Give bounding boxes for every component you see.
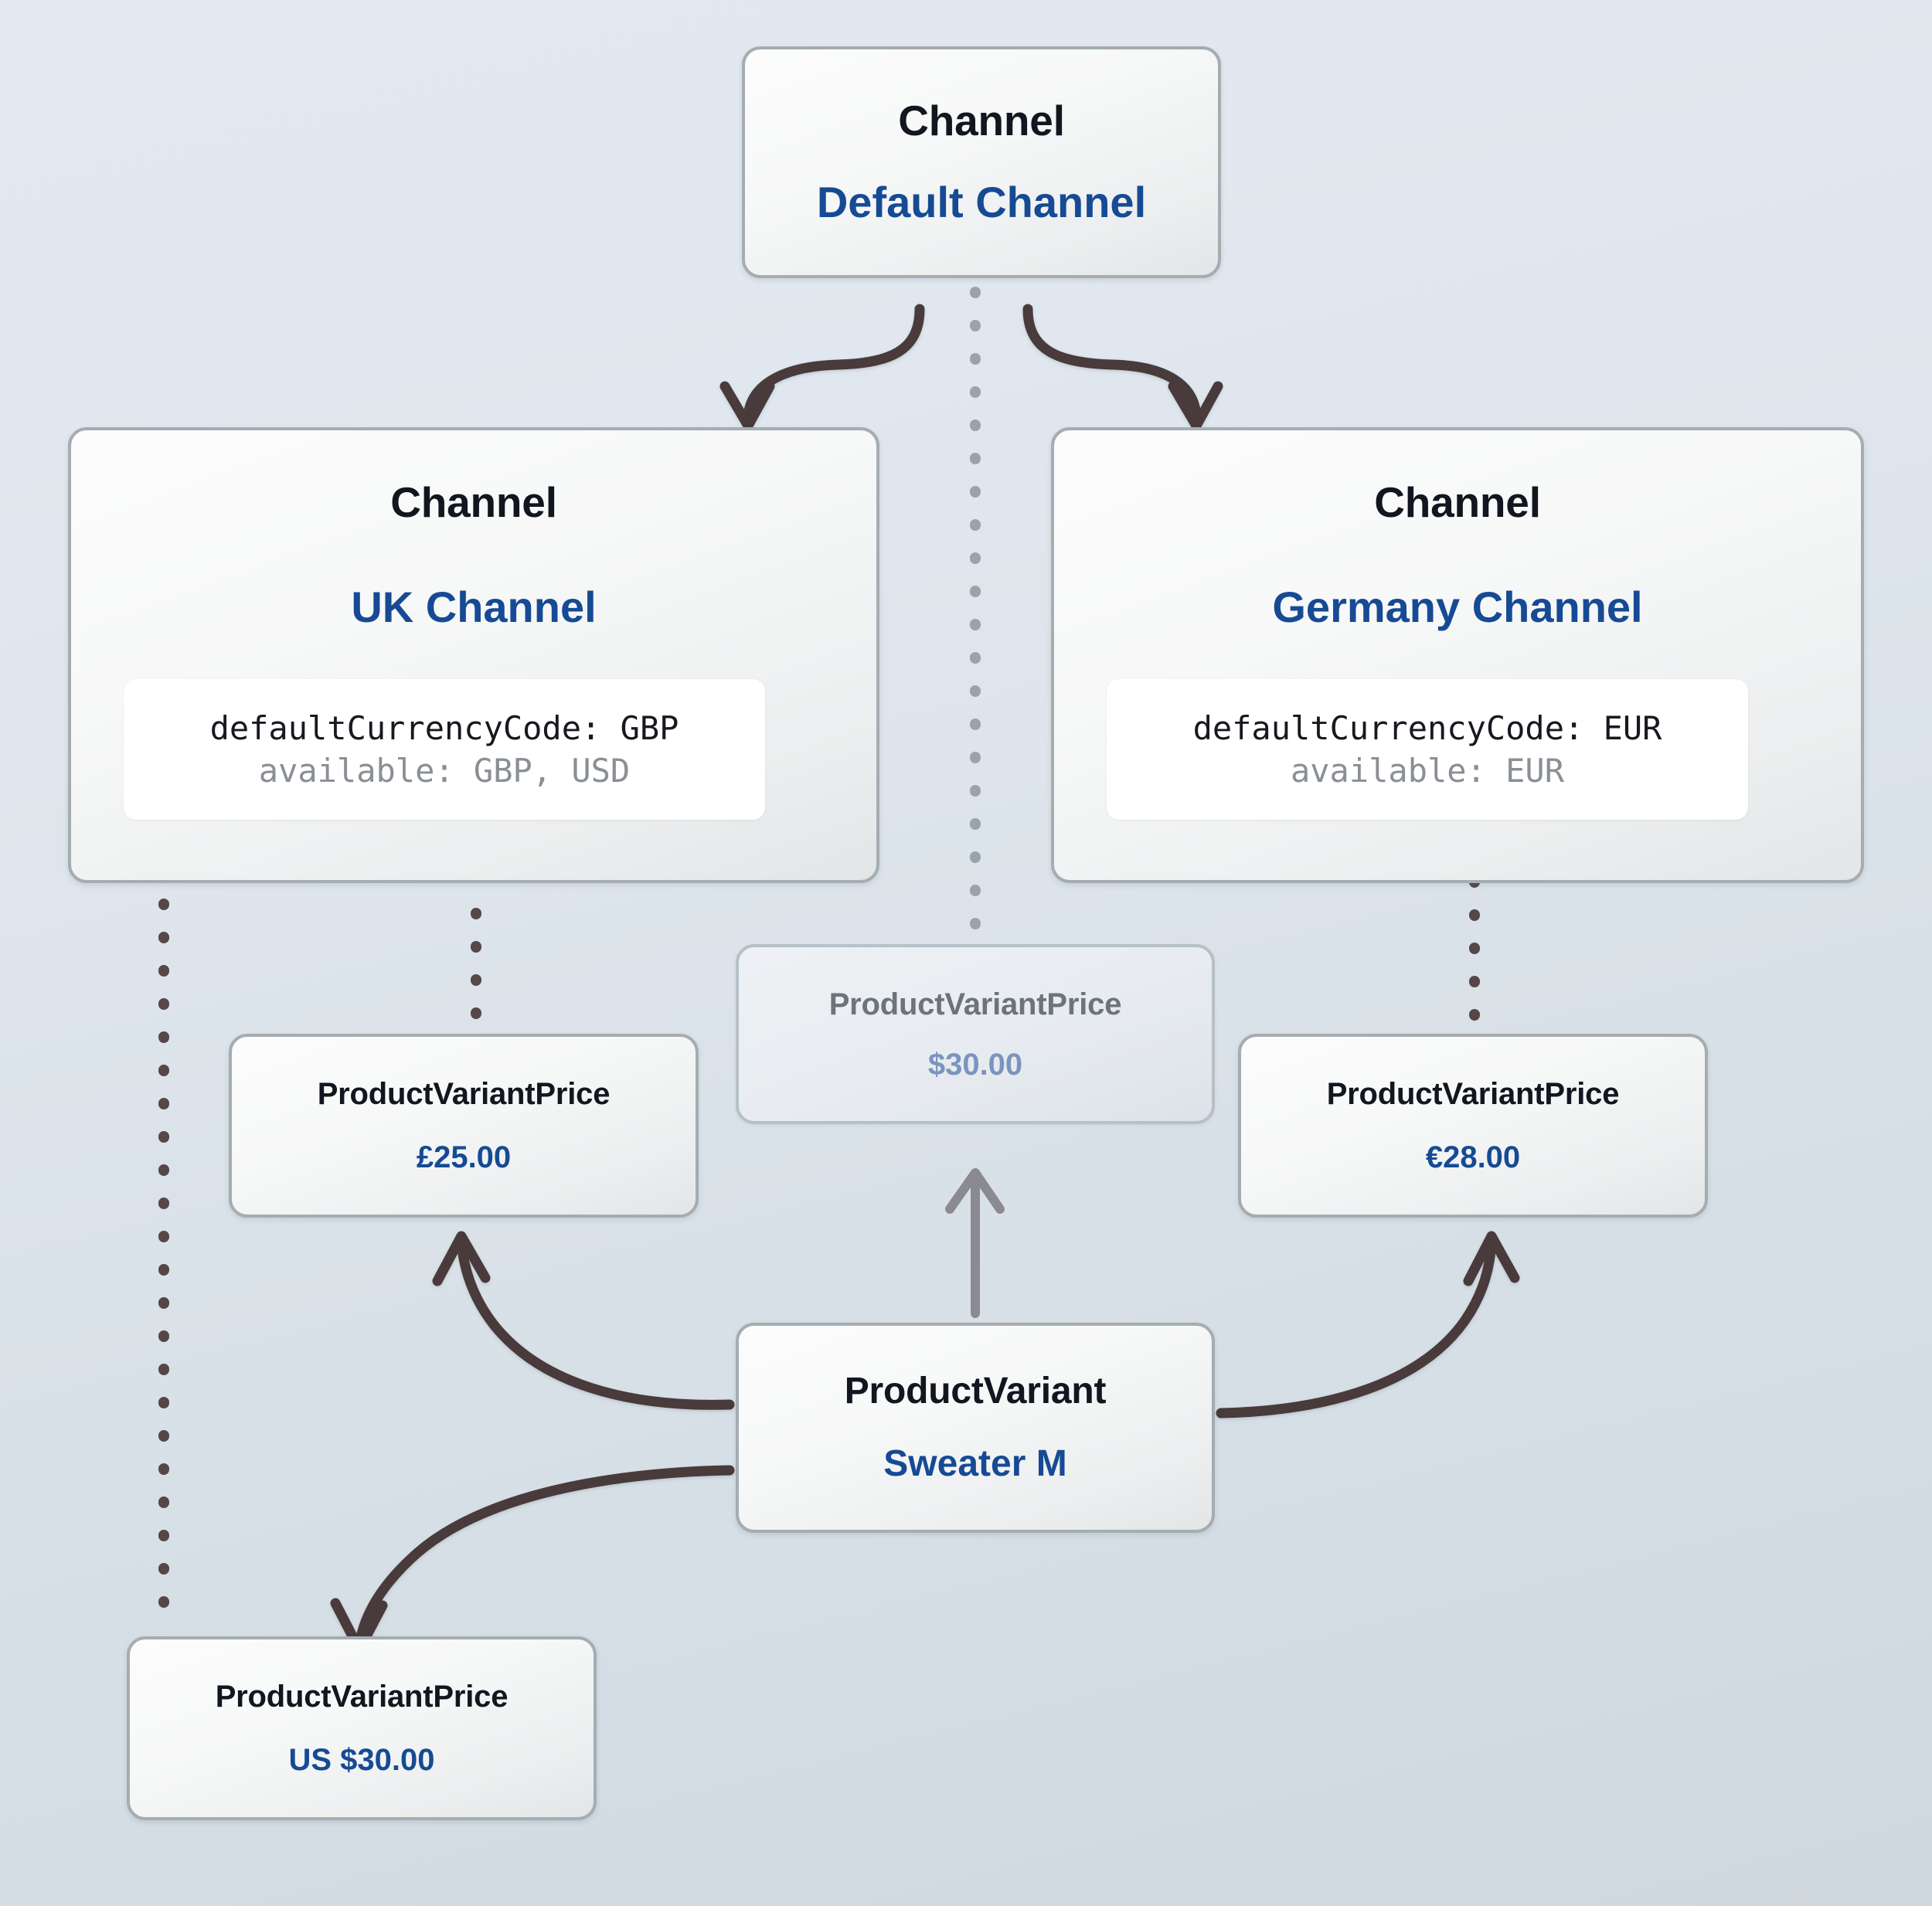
node-default-channel[interactable]: Channel Default Channel	[742, 46, 1221, 278]
edge-default-to-germany	[1022, 304, 1202, 425]
node-product-variant-price-eur[interactable]: ProductVariantPrice €28.00	[1238, 1034, 1708, 1218]
node-type-label: Channel	[898, 96, 1065, 144]
edge-variant-to-price-ghost-arrowhead	[945, 1168, 1005, 1214]
germany-default-currency-line: defaultCurrencyCode: EUR	[1192, 708, 1662, 747]
node-type-label: ProductVariantPrice	[215, 1680, 509, 1714]
node-value-label: $30.00	[927, 1047, 1023, 1082]
edge-variant-to-price-gbp	[456, 1237, 735, 1410]
node-value-label: Sweater M	[883, 1443, 1067, 1484]
edge-variant-to-price-usd	[354, 1465, 735, 1651]
node-value-label: Default Channel	[816, 178, 1147, 227]
node-product-variant[interactable]: ProductVariant Sweater M	[736, 1323, 1215, 1533]
edge-default-to-uk	[743, 304, 925, 425]
uk-default-currency-line: defaultCurrencyCode: GBP	[209, 708, 679, 747]
node-value-label: Germany Channel	[1272, 583, 1643, 631]
node-product-variant-price-gbp[interactable]: ProductVariantPrice £25.00	[229, 1034, 699, 1218]
edge-default-to-germany-arrowhead	[1168, 381, 1223, 431]
uk-available-line: available: GBP, USD	[258, 752, 631, 790]
germany-available-line: available: EUR	[1290, 752, 1564, 790]
germany-channel-attributes-block: defaultCurrencyCode: EUR available: EUR	[1107, 679, 1748, 820]
uk-channel-attributes-block: defaultCurrencyCode: GBP available: GBP,…	[124, 679, 765, 820]
node-type-label: ProductVariantPrice	[1326, 1077, 1620, 1111]
edge-variant-to-price-gbp-arrowhead	[432, 1231, 491, 1286]
node-type-label: ProductVariant	[844, 1370, 1107, 1412]
node-type-label: ProductVariantPrice	[828, 987, 1122, 1021]
node-value-label: US $30.00	[288, 1743, 435, 1777]
edge-default-to-uk-arrowhead	[719, 381, 775, 431]
node-product-variant-price-usd[interactable]: ProductVariantPrice US $30.00	[127, 1636, 597, 1820]
node-product-variant-price-usd-default[interactable]: ProductVariantPrice $30.00	[736, 944, 1215, 1124]
node-value-label: £25.00	[416, 1140, 512, 1174]
edge-variant-to-price-eur	[1216, 1237, 1497, 1418]
node-type-label: Channel	[390, 478, 557, 526]
node-value-label: UK Channel	[351, 583, 597, 631]
node-germany-channel[interactable]: Channel Germany Channel defaultCurrencyC…	[1051, 427, 1864, 883]
node-value-label: €28.00	[1425, 1140, 1521, 1174]
node-type-label: Channel	[1374, 478, 1541, 526]
node-type-label: ProductVariantPrice	[317, 1077, 611, 1111]
edge-variant-to-price-eur-arrowhead	[1463, 1231, 1520, 1286]
node-uk-channel[interactable]: Channel UK Channel defaultCurrencyCode: …	[68, 427, 879, 883]
